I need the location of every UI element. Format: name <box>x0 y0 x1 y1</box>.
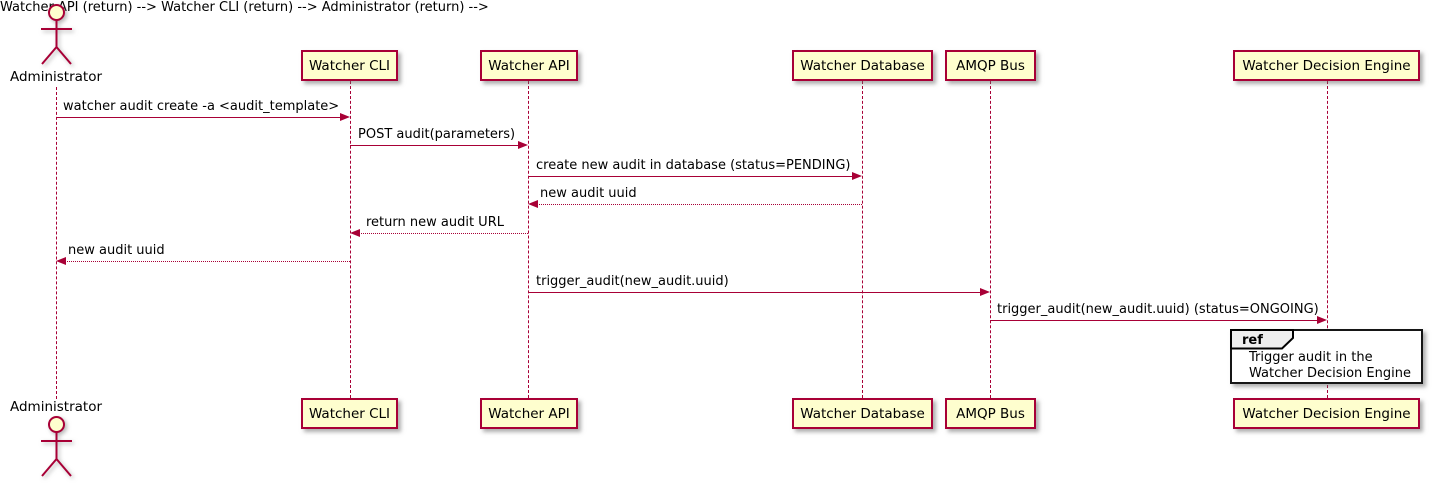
participant-watcher-decision-engine-top: Watcher Decision Engine <box>1233 50 1420 81</box>
message-label-6: new audit uuid <box>68 243 165 258</box>
participant-watcher-decision-engine-bottom: Watcher Decision Engine <box>1233 398 1420 429</box>
message-label-4: new audit uuid <box>540 186 637 201</box>
message-label-5: return new audit URL <box>366 215 504 230</box>
ref-fragment: ref Trigger audit in the Watcher Decisio… <box>1230 329 1423 384</box>
participant-watcher-cli-top: Watcher CLI <box>301 50 398 81</box>
ref-keyword: ref <box>1242 333 1263 348</box>
actor-administrator-label-top: Administrator <box>9 69 103 85</box>
participant-watcher-database-bottom: Watcher Database <box>792 398 933 429</box>
participant-amqp-bus-top: AMQP Bus <box>945 50 1036 81</box>
ref-text-line-1: Trigger audit in the <box>1249 350 1373 365</box>
message-line-1 <box>56 117 341 118</box>
message-line-6 <box>65 261 350 262</box>
participant-watcher-database-top: Watcher Database <box>792 50 933 81</box>
lifeline-administrator <box>56 87 57 399</box>
lifeline-watcher-api <box>528 81 529 398</box>
arrowhead-right-icon <box>340 113 350 121</box>
arrowhead-left-icon <box>528 200 538 208</box>
lifeline-watcher-cli <box>350 81 351 398</box>
arrowhead-right-icon <box>518 141 528 149</box>
participant-amqp-bus-bottom: AMQP Bus <box>945 398 1036 429</box>
arrowhead-right-icon <box>980 288 990 296</box>
lifeline-watcher-decision-engine <box>1327 81 1328 398</box>
lifeline-amqp-bus <box>990 81 991 398</box>
message-line-2 <box>350 145 519 146</box>
ref-text-line-2: Watcher Decision Engine <box>1249 366 1411 381</box>
participant-watcher-api-top: Watcher API <box>480 50 578 81</box>
message-label-8: trigger_audit(new_audit.uuid) (status=ON… <box>997 302 1319 317</box>
message-label-2: POST audit(parameters) <box>358 127 516 142</box>
message-line-7 <box>528 292 981 293</box>
message-line-4 <box>537 204 862 205</box>
participant-watcher-cli-bottom: Watcher CLI <box>301 398 398 429</box>
message-line-5 <box>359 233 528 234</box>
message-line-3 <box>528 176 853 177</box>
ref-fragment-header: ref <box>1230 329 1294 350</box>
lifeline-watcher-database <box>862 81 863 398</box>
arrowhead-right-icon <box>1317 316 1327 324</box>
arrowhead-right-icon <box>852 172 862 180</box>
message-label-3: create new audit in database (status=PEN… <box>536 158 851 173</box>
actor-administrator-label-bottom: Administrator <box>9 399 103 415</box>
message-label-7: trigger_audit(new_audit.uuid) <box>536 274 729 289</box>
actor-administrator-icon-top <box>41 4 72 65</box>
actor-administrator-icon-bottom <box>41 416 72 477</box>
message-label-1: watcher audit create -a <audit_template> <box>63 99 340 114</box>
participant-watcher-api-bottom: Watcher API <box>480 398 578 429</box>
arrowhead-left-icon <box>350 229 360 237</box>
arrowhead-left-icon <box>56 257 66 265</box>
message-line-8 <box>990 320 1318 321</box>
